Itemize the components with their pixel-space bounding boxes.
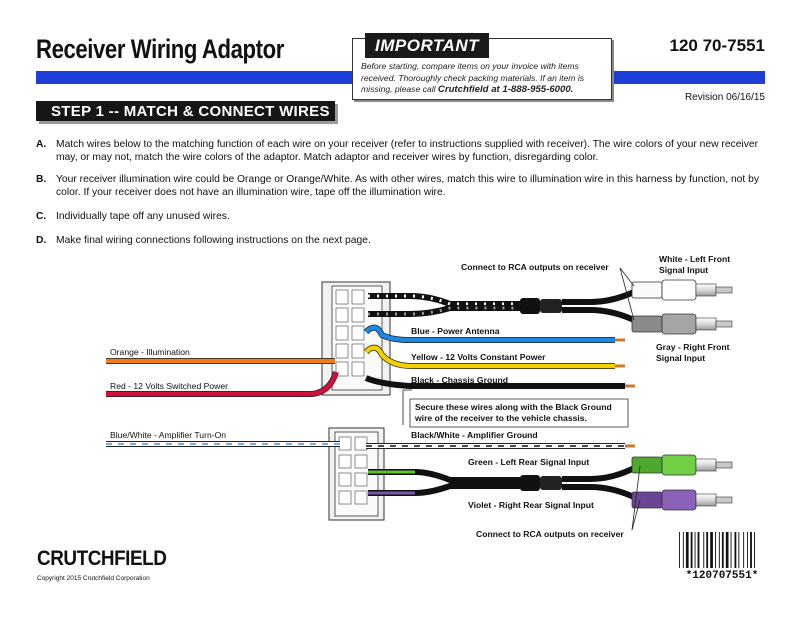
green-wire-label: Green - Left Rear Signal Input [468,457,589,467]
white-rca-plug [631,279,733,301]
instruction-a: A. Match wires below to the matching fun… [36,138,766,164]
part-number: 120 70-7551 [669,36,765,55]
barcode-bar [747,532,748,568]
pointer-lines [402,267,641,531]
instruction-letter: B. [36,174,47,185]
secure-note-box [409,398,629,428]
instruction-letter: D. [36,235,47,246]
step-label: STEP 1 -- MATCH & CONNECT WIRES [51,103,330,120]
barcode-bar [706,532,709,568]
instruction-text: Make final wiring connections following … [56,235,371,246]
gray-wire-label-2: Signal Input [656,353,705,363]
yellow-wire [363,344,625,369]
instruction-letter: C. [36,211,47,222]
black-white-wire-label: Black/White - Amplifier Ground [411,430,538,440]
instruction-text: Match wires below to the matching functi… [56,139,759,163]
barcode-bar [743,532,745,568]
barcode-bar [685,532,689,568]
gray-rca-plug [631,313,733,335]
important-body: Before starting, compare items on your i… [361,61,585,94]
barcode-text: *120707551* [685,570,759,582]
page-title: Receiver Wiring Adaptor [36,34,284,64]
instruction-c: C. Individually tape off any unused wire… [36,210,766,223]
barcode-bar [725,532,729,568]
yellow-wire-label: Yellow - 12 Volts Constant Power [411,352,546,362]
important-heading: IMPORTANT [365,33,489,58]
instruction-letter: A. [36,139,47,150]
front-rca-cable [368,286,642,326]
barcode-bar [679,532,680,568]
rear-rca-cable [368,462,642,503]
barcode-bar [682,532,684,568]
instruction-b: B. Your receiver illumination wire could… [36,173,766,199]
instruction-text: Your receiver illumination wire could be… [56,174,759,198]
rca-top-label: Connect to RCA outputs on receiver [461,262,609,272]
barcode [679,532,755,568]
important-notice: IMPORTANT Before starting, compare items… [352,33,612,100]
rca-bottom-label: Connect to RCA outputs on receiver [476,529,624,539]
blue-wire [363,324,625,343]
upper-harness-connector [321,281,391,396]
important-text: Before starting, compare items on your i… [361,61,605,96]
red-wire [106,371,339,397]
violet-wire-label: Violet - Right Rear Signal Input [468,500,594,510]
secure-note-line-2: wire of the receiver to the vehicle chas… [414,413,587,423]
barcode-bar [721,532,724,568]
black-wire [364,375,635,389]
violet-rca-plug [631,489,733,511]
orange-wire-label: Orange - Illumination [110,347,190,357]
blue-white-wire-label: Blue/White - Amplifier Turn-On [110,430,226,440]
white-wire-label-2: Signal Input [659,265,708,275]
barcode-bar [690,532,693,568]
barcode-bar [734,532,737,568]
important-phone: Crutchfield at 1-888-955-6000. [437,84,574,95]
blue-wire-label: Blue - Power Antenna [411,326,500,336]
secure-note-line-1: Secure these wires along with the Black … [415,402,612,412]
copyright-text: Copyright 2015 Crutchfield Corporation [37,575,150,582]
gray-wire-label-1: Gray - Right Front [656,342,730,352]
instruction-text: Individually tape off any unused wires. [56,211,230,222]
black-wire-label: Black - Chassis Ground [411,375,508,385]
barcode-bar [730,532,732,568]
barcode-bar [718,532,720,568]
red-wire-label: Red - 12 Volts Switched Power [110,381,228,391]
barcode-bar [750,532,752,568]
barcode-bar [738,532,740,568]
white-wire-label-1: White - Left Front [659,254,730,264]
revision-date: Revision 06/16/15 [684,92,765,103]
barcode-bar [715,532,716,568]
instruction-d: D. Make final wiring connections followi… [36,234,766,247]
barcode-bar [754,532,755,568]
barcode-bar [697,532,700,568]
green-rca-plug [631,454,733,476]
crutchfield-logo: CRUTCHFIELD [37,547,167,570]
barcode-bar [694,532,696,568]
barcode-bar [703,532,705,568]
step-banner: STEP 1 -- MATCH & CONNECT WIRES [36,101,335,121]
barcode-bar [710,532,713,568]
